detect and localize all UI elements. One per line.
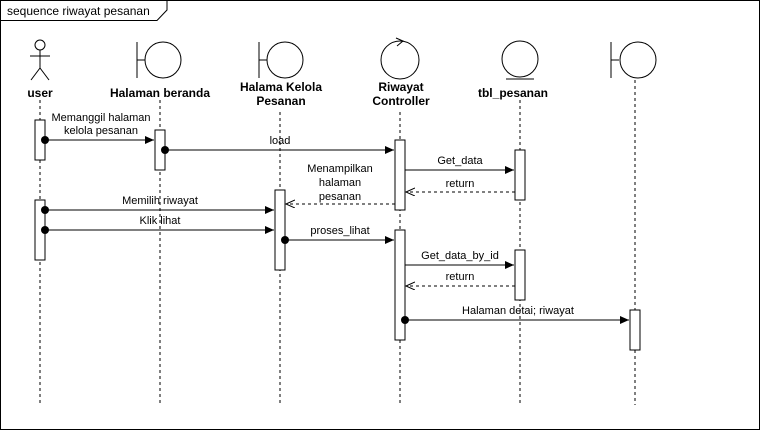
message-label: pesanan [319, 191, 361, 203]
message-start-dot [281, 236, 289, 244]
message-label: Halaman detai; riwayat [462, 305, 574, 317]
message-label: Menampilkan [307, 163, 372, 175]
participant-label-user: user [27, 86, 53, 100]
message-get-data-by-id: Get_data_by_id [405, 250, 514, 269]
boundary-icon [136, 41, 182, 79]
message-label: halaman [319, 177, 361, 189]
message-label: proses_lihat [310, 225, 369, 237]
message-label: Memilih riwayat [122, 195, 198, 207]
boundary-icon [258, 41, 304, 79]
message-label: return [446, 271, 475, 283]
message-memilih-riwayat: Memilih riwayat [41, 195, 274, 214]
message-label: load [270, 135, 291, 147]
message-memanggil: Memanggil halaman kelola pesanan [41, 112, 154, 144]
control-icon [380, 37, 420, 80]
participant-label-controller-line1: Riwayat [378, 80, 423, 94]
message-klik-lihat: Klik lihat [41, 215, 274, 234]
frame-title: sequence riwayat pesanan [7, 4, 150, 18]
message-label: kelola pesanan [64, 125, 138, 137]
activation-bar [274, 189, 286, 271]
message-label: Get_data_by_id [421, 250, 499, 262]
participant-label-kelola-line1: Halama Kelola [240, 80, 322, 94]
boundary-icon [610, 41, 657, 79]
message-label: return [446, 178, 475, 190]
message-start-dot [41, 136, 49, 144]
message-start-dot [41, 226, 49, 234]
message-menampilkan: Menampilkan halaman pesanan [286, 163, 395, 204]
message-halaman-detail: Halaman detai; riwayat [401, 305, 629, 324]
actor-icon [30, 39, 50, 81]
message-start-dot [161, 146, 169, 154]
message-load: load [161, 135, 394, 154]
message-label: Memanggil halaman [51, 112, 150, 124]
entity-icon [501, 40, 539, 80]
participant-label-beranda: Halaman beranda [110, 86, 210, 100]
message-get-data: Get_data [405, 155, 514, 174]
participant-label-tbl: tbl_pesanan [478, 86, 548, 100]
participant-label-kelola-line2: Pesanan [256, 94, 305, 108]
activation-bar [394, 139, 406, 211]
message-return-2: return [406, 271, 515, 286]
message-proses-lihat: proses_lihat [281, 225, 394, 244]
participant-label-controller-line2: Controller [372, 94, 430, 108]
activation-bar [629, 309, 641, 351]
message-label: Klik lihat [140, 215, 181, 227]
message-return-1: return [406, 178, 515, 192]
message-label: Get_data [437, 155, 483, 167]
message-start-dot [41, 206, 49, 214]
message-start-dot [401, 316, 409, 324]
frame-title-tab [0, 0, 168, 21]
activation-bar [514, 149, 526, 201]
activations [34, 119, 641, 351]
activation-bar [514, 249, 526, 301]
